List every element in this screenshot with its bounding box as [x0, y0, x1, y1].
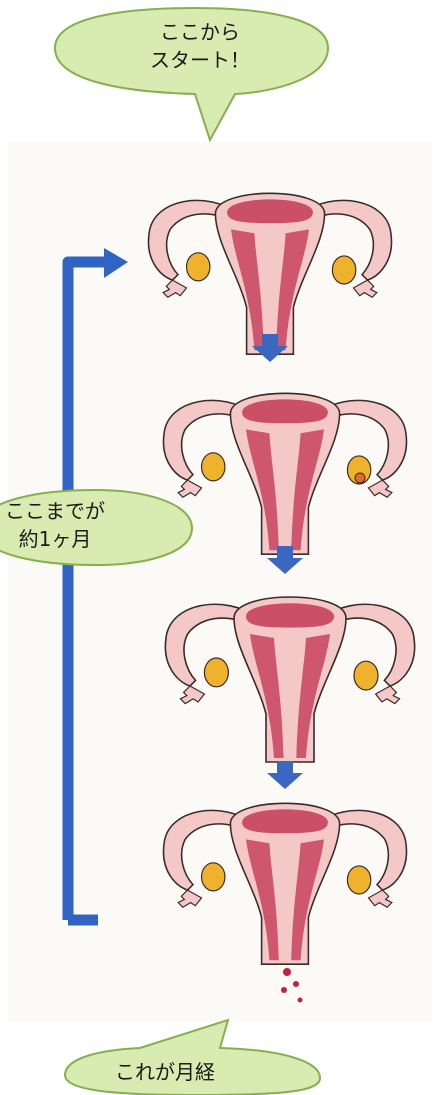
duration-line-1: ここまでが	[0, 497, 130, 525]
uterus-stage-2	[163, 393, 406, 554]
duration-line-2: 約1ヶ月	[0, 525, 130, 553]
start-line-1: ここから	[85, 18, 315, 46]
duration-bubble-text: ここまでが 約1ヶ月	[0, 497, 130, 553]
start-bubble-text: ここから スタート！	[85, 18, 315, 74]
blood-drops	[281, 968, 303, 1003]
uterus-stage-3	[165, 597, 414, 762]
uterus-stage-4	[163, 803, 406, 964]
start-line-2: スタート！	[85, 46, 315, 74]
cycle-bracket-arrow	[68, 248, 128, 920]
menstruation-line-1: これが月経	[65, 1058, 265, 1086]
menstruation-bubble-text: これが月経	[65, 1058, 265, 1086]
down-arrow-icon	[267, 761, 303, 789]
uterus-stage-1	[148, 193, 391, 354]
ovum-release	[355, 473, 365, 483]
